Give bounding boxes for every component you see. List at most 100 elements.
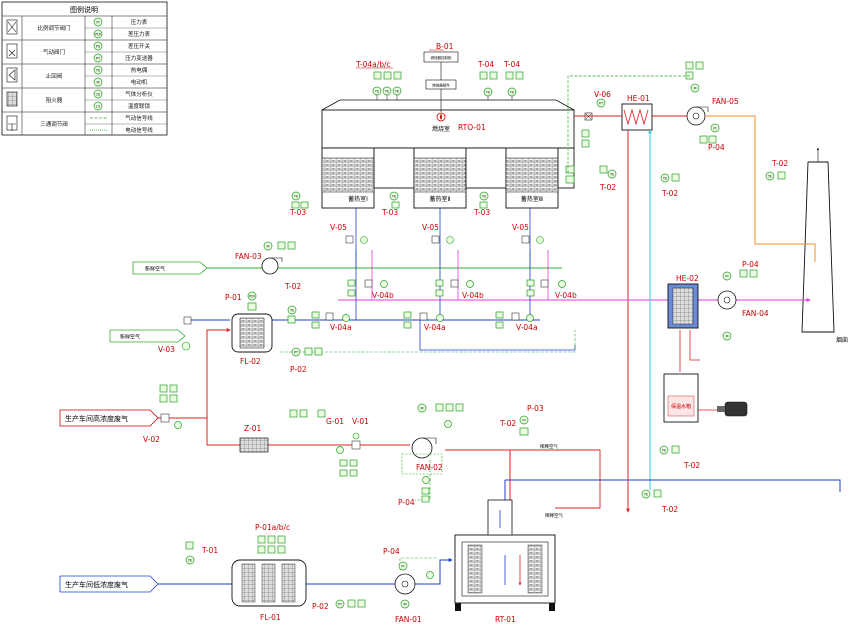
tag-z01: Z-01: [244, 424, 261, 433]
svg-text:TE: TE: [661, 448, 666, 452]
svg-text:PI: PI: [725, 274, 728, 278]
instrument-cluster-t04abc: TE TE TE: [372, 71, 402, 100]
fan03: [261, 257, 283, 275]
legend-row3-left: 止回阀: [46, 72, 63, 80]
fan04: [717, 290, 737, 310]
burner-assembly-label: 燃烧器组件: [432, 83, 450, 88]
tag-p02-a: P-02: [290, 365, 307, 374]
svg-text:M: M: [266, 244, 269, 248]
tag-v04a-3: V-04a: [516, 323, 538, 332]
tag-p03: P-03: [527, 404, 544, 413]
burner-flame-icon: [436, 112, 446, 122]
tag-rt01: RT-01: [495, 615, 516, 624]
svg-text:TE: TE: [289, 308, 294, 312]
burner-cabinet-label: 燃烧器控制柜: [431, 55, 452, 60]
tag-rto01: RTO-01: [458, 123, 486, 132]
svg-text:新鲜空气: 新鲜空气: [120, 334, 140, 341]
legend-right2: 差压力表: [128, 30, 151, 38]
dilute-air-label: 稀释空气: [540, 443, 558, 450]
tag-fan02: FAN-02: [416, 463, 443, 472]
instrument-cluster-t04-b: TE: [505, 71, 524, 100]
tag-t01: T-01: [201, 546, 218, 555]
tag-t02-b: T-02: [661, 189, 678, 198]
legend-right9: 气动信号线: [125, 114, 153, 122]
svg-text:TE: TE: [374, 89, 379, 93]
legend-code-pdi: PDI: [95, 32, 101, 36]
tag-v04a-2: V-04a: [424, 323, 446, 332]
tag-fan05: FAN-05: [712, 97, 739, 106]
tag-p04-b: P-04: [742, 260, 759, 269]
fan01: [394, 573, 416, 595]
legend-code-m: M: [96, 80, 99, 84]
tag-t03-c: T-03: [473, 208, 490, 217]
flame-arrester-z01: [239, 437, 269, 453]
valves-v05[interactable]: [345, 235, 544, 244]
legend-title: 图例说明: [70, 5, 98, 14]
valves-v04[interactable]: [325, 279, 549, 321]
tag-fan03: FAN-03: [235, 252, 262, 261]
svg-text:TE: TE: [481, 194, 486, 198]
reactor-rt01: [454, 499, 556, 611]
tag-g01: G-01: [326, 417, 344, 426]
tag-p04-c: P-04: [398, 498, 415, 507]
fresh-air-inlet-top: 新鲜空气: [132, 261, 208, 275]
svg-text:生产车间高浓度废气: 生产车间高浓度废气: [65, 414, 128, 423]
tag-t02-f: T-02: [683, 461, 700, 470]
high-concentration-inlet: 生产车间高浓度废气: [59, 409, 159, 427]
svg-text:TE: TE: [643, 492, 648, 496]
filter-fl01: [231, 559, 307, 607]
tag-p04a: P-04: [708, 143, 725, 152]
tag-v05-c: V-05: [512, 223, 529, 232]
valve-v03[interactable]: [181, 316, 192, 351]
valve-v01[interactable]: [351, 432, 361, 450]
regen-chamber-3-label: 蓄热室Ⅲ: [521, 195, 543, 203]
tag-t02-g: T-02: [661, 505, 678, 514]
legend-right3: 差压开关: [128, 42, 151, 50]
valve-v02[interactable]: [160, 413, 170, 423]
tag-v04b-2: V-04b: [462, 291, 484, 300]
legend-row1-left: 比例调节阀门: [37, 24, 70, 32]
svg-text:PI: PI: [522, 418, 525, 422]
tag-v04b-1: V-04b: [372, 291, 394, 300]
svg-text:TE: TE: [293, 194, 298, 198]
three-way-valve-icon: [6, 115, 18, 131]
svg-text:PT: PT: [599, 101, 604, 105]
combustion-chamber-label: 燃烧室: [432, 125, 450, 133]
legend-right5: 热电偶: [131, 66, 148, 74]
tag-t02-c: T-02: [771, 159, 788, 168]
instrument-cluster-t04-a: TE: [479, 71, 498, 100]
legend-right1: 压力表: [131, 18, 148, 26]
dilute-air-label-2: 稀释空气: [545, 512, 563, 519]
svg-text:M: M: [403, 602, 406, 606]
legend-row2-left: 气动阀门: [43, 48, 65, 56]
legend-right10: 电动信号线: [125, 126, 153, 134]
svg-text:TE: TE: [394, 89, 399, 93]
tag-p02-b: P-02: [312, 602, 329, 611]
tag-t03-b: T-03: [381, 208, 398, 217]
tag-fl01: FL-01: [260, 613, 281, 622]
tag-b01: B-01: [436, 42, 454, 51]
tag-v06: V-06: [594, 90, 611, 99]
legend-code-pi: PI: [96, 20, 99, 24]
fresh-air-inlet-left: 新鲜空气: [109, 329, 186, 343]
flame-arrester-icon: [6, 91, 18, 107]
legend-right8: 温度联锁: [128, 102, 151, 110]
tag-v01: V-01: [352, 417, 369, 426]
legend-right6: 电动机: [131, 78, 148, 86]
tag-v04a-1: V-04a: [330, 323, 352, 332]
tag-t04b: T-04: [503, 60, 520, 69]
legend-code-pt: PT: [96, 56, 101, 60]
tag-v03: V-03: [158, 345, 175, 354]
svg-text:TE: TE: [485, 90, 490, 94]
svg-text:保温水箱: 保温水箱: [671, 403, 691, 410]
legend-right4: 压力变送器: [125, 54, 153, 62]
legend-code-ls: LS: [96, 104, 101, 108]
low-concentration-inlet: 生产车间低浓度废气: [59, 575, 159, 593]
heat-exchanger-he02: [667, 283, 699, 329]
pneumatic-valve-icon: [6, 43, 18, 59]
tag-t02-e: T-02: [499, 419, 516, 428]
fan05: [686, 106, 709, 126]
insulated-water-tank: 保温水箱: [663, 373, 699, 423]
tag-he02: HE-02: [676, 274, 699, 283]
